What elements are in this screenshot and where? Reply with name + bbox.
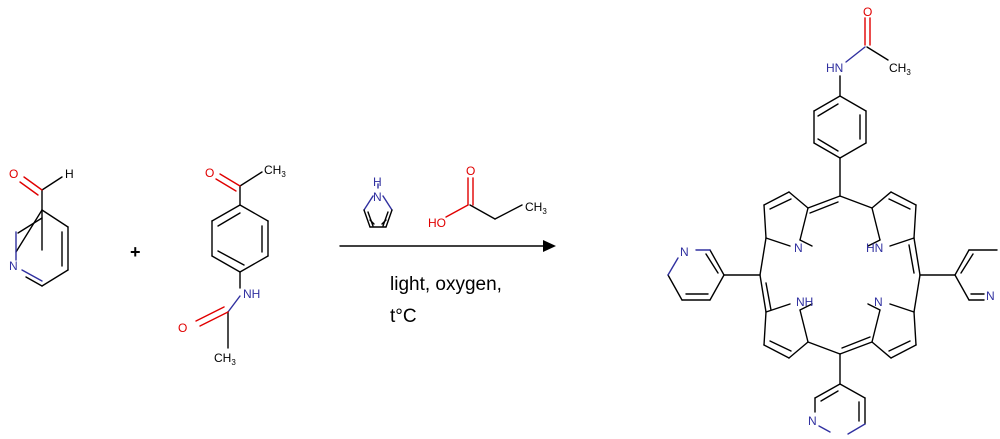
prod-amide-nh: HN — [826, 61, 843, 75]
amide-co-double — [195, 306, 225, 322]
porphyrin-nh-bottom-left: NH — [796, 295, 813, 309]
porphyrin-n-top-left: N — [794, 241, 803, 255]
amide-methyl: CH3 — [214, 351, 236, 367]
acid-hydroxyl: HO — [428, 216, 446, 230]
pyrrole-n-left-bond — [363, 195, 374, 211]
acetyl-co-double — [215, 178, 237, 192]
porphyrin-hn-top-right: HN — [866, 241, 883, 255]
pyridine-ring-bonds — [15, 209, 69, 287]
propionic-acid: HO O CH3 — [428, 164, 547, 230]
ring-n-double-bond — [21, 269, 43, 282]
pyridine-nitrogen: N — [9, 259, 18, 273]
pyrrole: H N — [363, 175, 393, 228]
acid-ethyl-bond-2 — [494, 204, 523, 220]
4-acetamidoacetophenone: O CH3 NH O CH3 — [178, 163, 286, 367]
acetyl-co-bond — [219, 173, 241, 187]
aldehyde-co-double — [19, 181, 39, 196]
porphyrin-macrocycle — [759, 191, 921, 359]
acid-oh-bond — [445, 204, 469, 218]
prod-bottom-pyridyl-nitrogen: N — [808, 414, 817, 428]
pyrrole-hydrogen: H — [373, 175, 382, 189]
prod-amide-nc-bond — [845, 46, 866, 63]
acid-ethyl-bond-1 — [469, 204, 496, 220]
prod-right-pyridyl-ring — [954, 249, 998, 301]
plus-sign: + — [130, 242, 141, 262]
prod-left-pyridyl-ring — [667, 249, 725, 301]
amide-co-bond — [199, 311, 229, 327]
prod-right-pyridyl-nitrogen: N — [986, 289, 995, 303]
acetyl-methyl: CH3 — [264, 163, 286, 179]
pyridine-3-carbaldehyde: O H N — [9, 167, 74, 287]
pyrrole-ring-bonds — [363, 209, 393, 228]
prod-bottom-pyridyl-n-bond-1 — [847, 423, 866, 435]
prod-amide-oxygen: O — [863, 5, 872, 19]
prod-left-pyridyl-n-bond-1 — [667, 257, 679, 276]
prod-bottom-pyridyl-ring — [814, 383, 866, 425]
prod-amide-methyl-bond — [866, 46, 889, 61]
prod-left-pyridyl-nitrogen: N — [680, 245, 689, 259]
conditions-line1: light, oxygen, — [390, 274, 502, 295]
reaction-arrow-head — [543, 240, 556, 252]
prod-bottom-pyridyl-n-bond-2 — [818, 425, 831, 433]
prod-phenyl-ring — [813, 95, 867, 159]
acetyl-methyl-bond — [239, 171, 263, 187]
amide-nh: NH — [243, 287, 260, 301]
aldehyde-oxygen: O — [9, 167, 18, 181]
acid-oxygen: O — [466, 164, 475, 178]
amide-nc-bond — [227, 295, 241, 313]
pyrrole-nitrogen: N — [373, 190, 382, 204]
porphyrin-product: O CH3 HN — [667, 5, 998, 435]
amide-oxygen: O — [178, 321, 187, 335]
acetyl-oxygen: O — [205, 166, 214, 180]
conditions-line2: t°C — [390, 306, 417, 327]
porphyrin-n-bottom-right: N — [874, 295, 883, 309]
pyrrole-n-right-bond — [382, 195, 393, 211]
acid-methyl: CH3 — [525, 200, 547, 216]
aldehyde-co-bond — [23, 176, 43, 191]
aldehyde-hydrogen: H — [65, 167, 74, 181]
aldehyde-h-bond — [41, 176, 63, 191]
benzene-ring-bonds — [211, 204, 269, 273]
prod-amide-methyl: CH3 — [889, 61, 911, 77]
